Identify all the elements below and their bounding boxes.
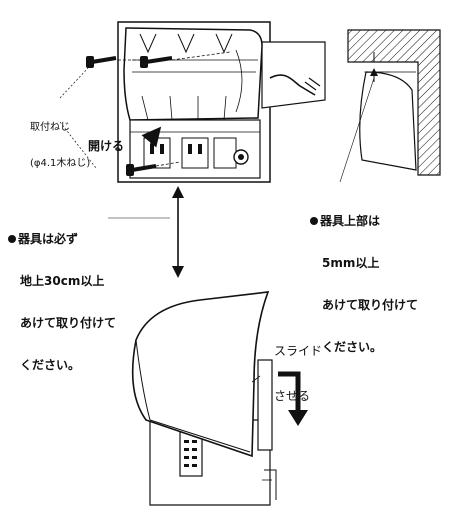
device-profile [359,71,417,171]
closed-cover [131,291,270,458]
height-note-line2: 地上30cm以上 [20,274,105,288]
slide-label: スライド させる [274,314,322,419]
open-arrow [141,126,162,151]
top-note-line1: 器具上部は [310,214,418,228]
top-note-line2: 5mm以上 [322,256,380,270]
height-note: 器具は必ず 地上30cm以上 あけて取り付けて ください。 [8,204,116,386]
slide-arrow [278,371,301,412]
screw-label-line2: (φ4.1木ねじ) [30,158,91,169]
outlet-slots [143,137,237,169]
top-note-leader [339,77,375,183]
screw-bottom [126,164,157,176]
device-open-view [59,21,326,183]
cable [269,74,316,96]
slide-label-line1: スライド [274,344,323,358]
height-indicator [108,186,184,278]
height-note-line1: 器具は必ず [8,232,116,246]
height-note-line4: ください。 [20,358,81,372]
top-note: 器具上部は 5mm以上 あけて取り付けて ください。 [310,186,418,368]
side-plate [261,41,326,109]
hatched-wall [347,29,441,176]
open-label: 開ける [88,139,125,153]
open-cover [123,27,263,121]
screw-label: 取付ねじ (φ4.1木ねじ) [30,98,90,182]
screw-leader-lines [59,67,97,169]
screw-top-left [86,56,117,68]
device-closed-view [131,291,308,506]
slide-label-line2: させる [274,389,311,403]
top-note-line3: あけて取り付けて [322,298,419,312]
screw-label-line1: 取付ねじ [30,122,70,133]
top-note-line4: ください。 [322,340,383,354]
height-note-line3: あけて取り付けて [20,316,117,330]
screw-top-right [140,56,173,68]
clearance-detail [339,29,441,183]
